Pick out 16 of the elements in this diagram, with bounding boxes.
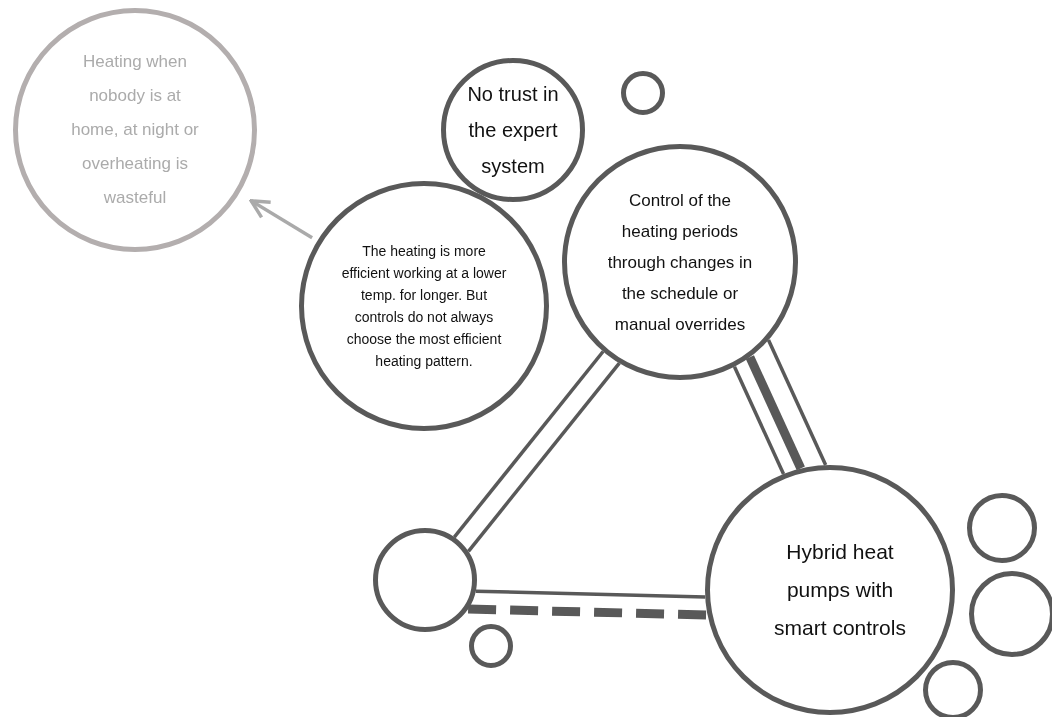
connector-line [745,355,805,471]
circle-label: Heating when nobody is at home, at night or overheating is wasteful [70,51,200,209]
circle [621,71,665,115]
circle-label: No trust in the expert system [466,82,560,179]
connector-line [467,362,621,553]
circle-label: The heating is more efficient working at a lower temp. for longer. But controls do not always choose the most efficient heating pattern. [341,242,507,371]
circle-label: Hybrid heat pumps with smart controls [773,539,907,641]
arrow [249,199,313,240]
connector-line [475,589,706,599]
connector-line [468,604,708,620]
circle [923,660,983,717]
connector-line [732,365,786,475]
connector-line [452,350,605,539]
circle-label: Control of the heating periods through changes in the schedule or manual overrides [606,189,754,336]
circle [469,624,513,668]
connector-line [766,339,828,466]
